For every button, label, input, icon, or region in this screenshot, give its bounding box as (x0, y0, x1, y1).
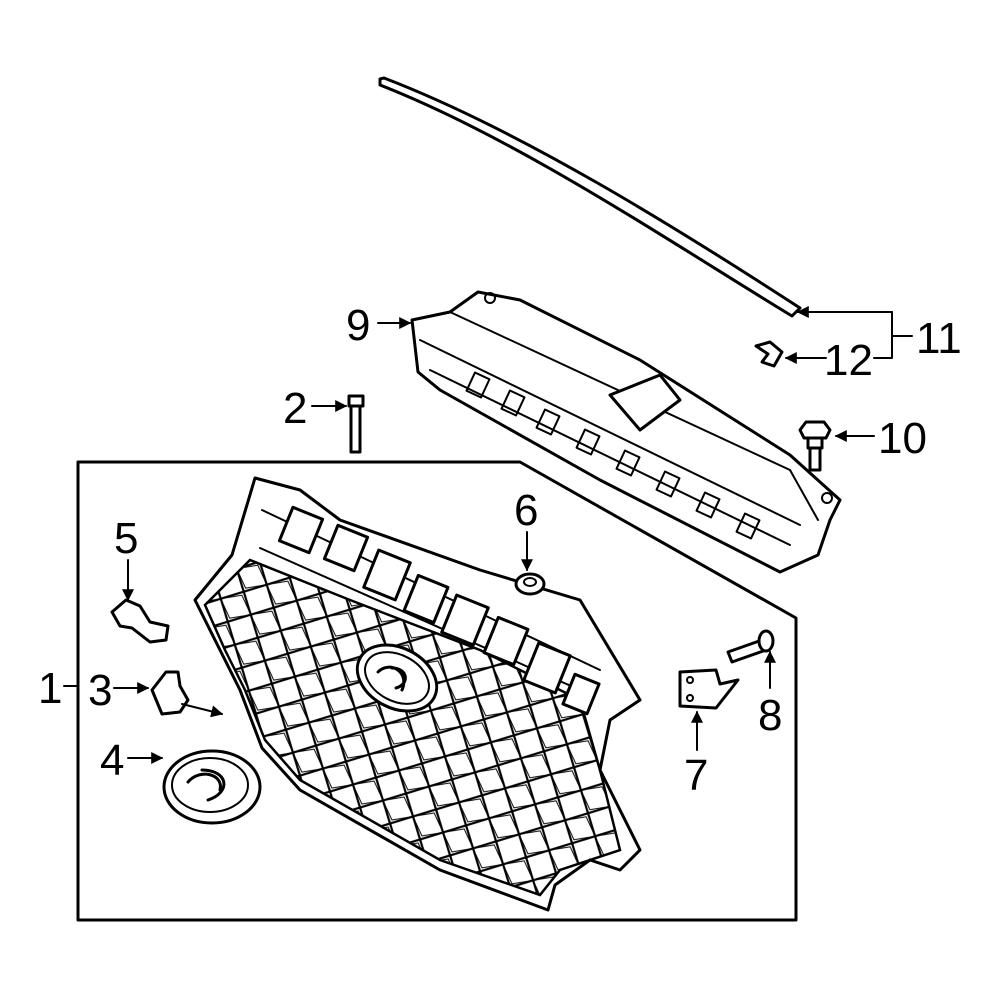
callout-10: 10 (878, 414, 927, 463)
screw-part-8 (726, 629, 775, 664)
molding-strip-part-11 (378, 76, 802, 318)
callout-8: 8 (758, 691, 782, 740)
callout-5: 5 (114, 514, 138, 563)
bracket-part-5 (110, 598, 170, 644)
callout-6: 6 (514, 486, 538, 535)
pin-part-2 (347, 394, 365, 454)
front-grille-part-1 (193, 476, 642, 912)
assembly-box-part-1 (76, 460, 798, 922)
cover-part-3 (150, 670, 224, 718)
leader-lines (63, 306, 913, 764)
callout-11: 11 (916, 314, 962, 363)
clip-part-12 (754, 340, 784, 368)
callout-1: 1 (38, 664, 62, 713)
callout-4: 4 (100, 736, 124, 785)
callout-9: 9 (346, 301, 370, 350)
callout-7: 7 (684, 751, 708, 800)
bolt-part-10 (798, 420, 832, 472)
bracket-part-7 (678, 668, 740, 710)
grommet-part-6 (514, 572, 546, 596)
emblem-part-4 (162, 749, 262, 825)
callout-2: 2 (283, 384, 307, 433)
callout-3: 3 (88, 666, 112, 715)
callout-12: 12 (824, 336, 873, 385)
grille-cover-part-9 (410, 290, 842, 574)
